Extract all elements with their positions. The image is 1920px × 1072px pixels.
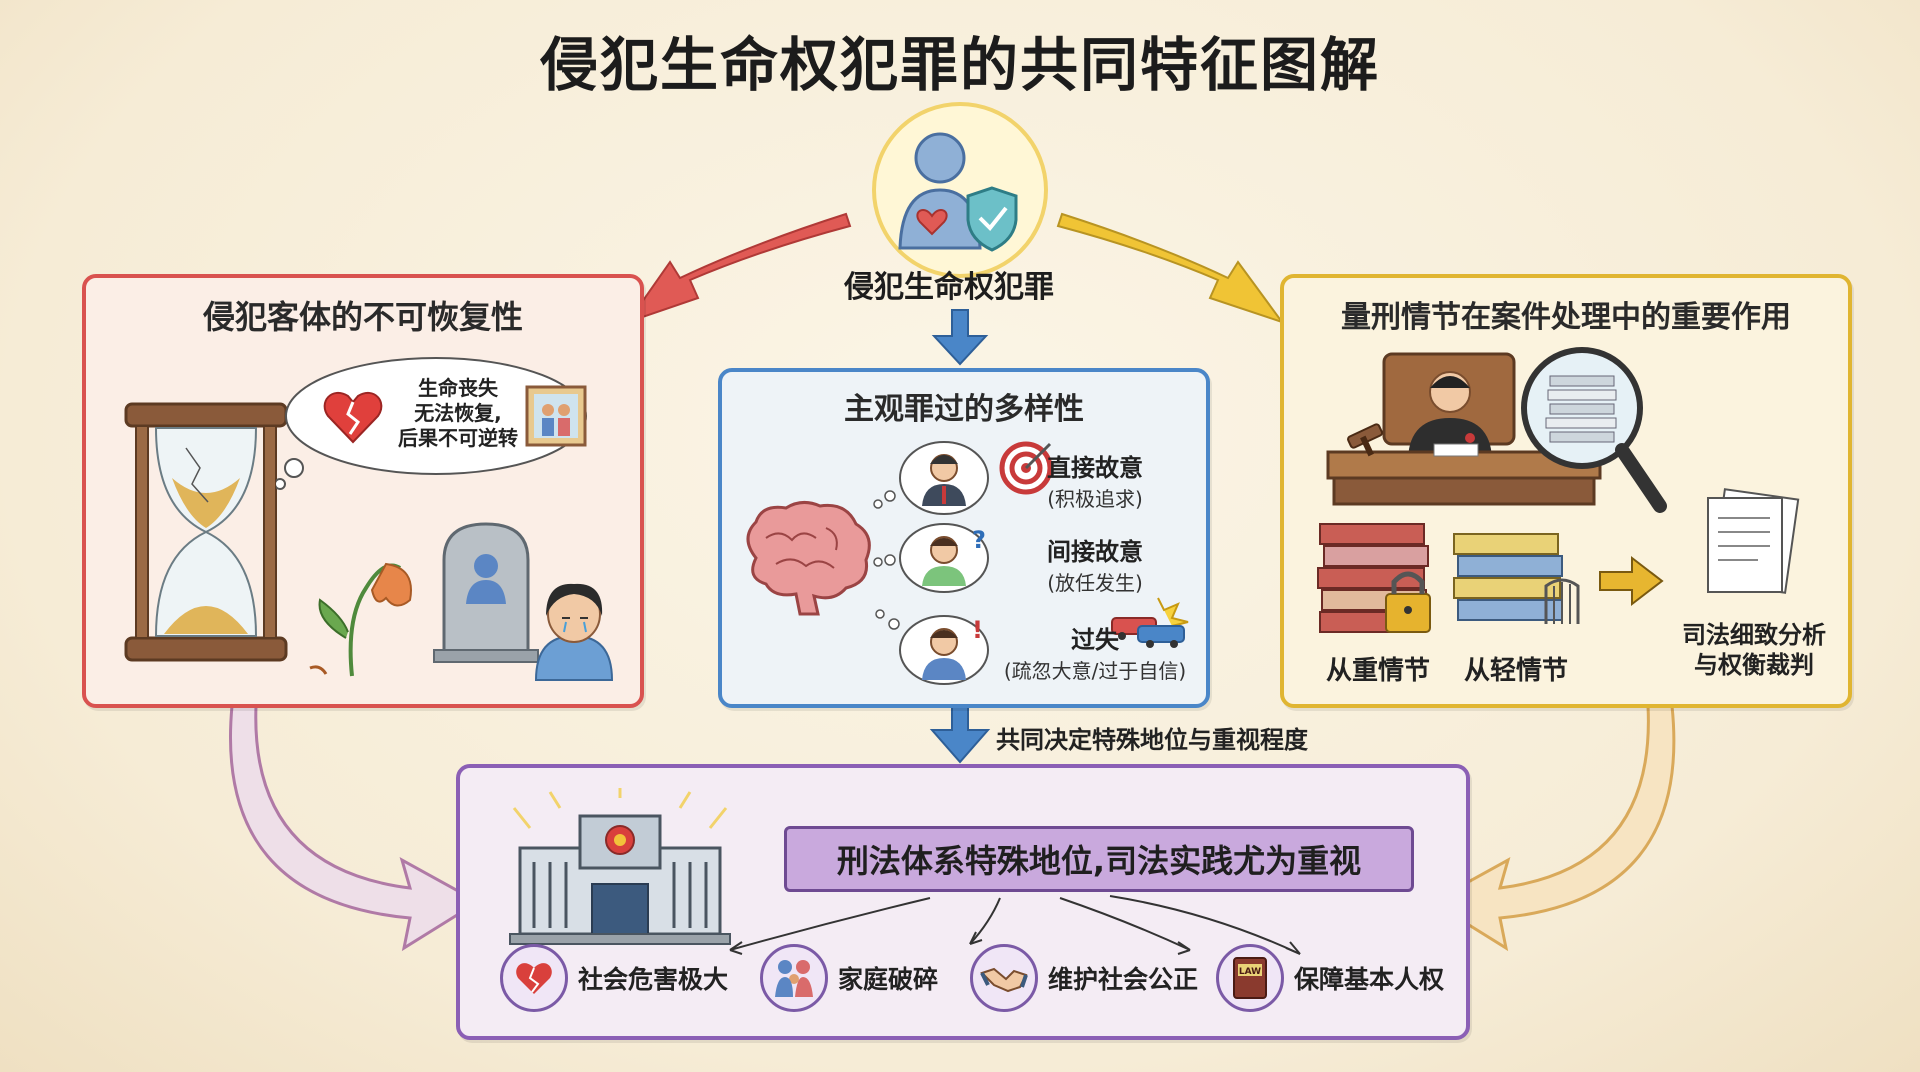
- arrow-to-left-panel: [625, 212, 852, 324]
- handshake-icon: [970, 944, 1038, 1012]
- courthouse-icon: [509, 788, 731, 945]
- arrow-to-right-panel: [1056, 212, 1285, 324]
- bottom-item-social-justice: 维护社会公正: [970, 944, 1199, 1012]
- connector-label: 共同决定特殊地位与重视程度: [996, 726, 1308, 754]
- arrow-to-bottom-panel: [929, 703, 991, 764]
- brain-icon: [746, 501, 871, 616]
- heavy-books-lock-icon: [1317, 523, 1431, 633]
- law-book-icon: LAW: [1216, 944, 1284, 1012]
- center-item-2: 间接故意 (放任发生): [1008, 532, 1182, 596]
- family-icon: [760, 944, 828, 1012]
- svg-text:!: !: [972, 616, 983, 644]
- person-shield-icon: [872, 102, 1048, 278]
- analysis-text: 司法细致分析 与权衡裁判: [1682, 621, 1826, 679]
- curved-arrow-right: [1429, 704, 1676, 952]
- uncertain-person-bubble-icon: ?: [873, 523, 989, 593]
- documents-icon: [1707, 488, 1800, 594]
- center-item-1: 直接故意 (积极追求): [1008, 448, 1182, 512]
- item-label: 保障基本人权: [1294, 965, 1445, 994]
- heavy-label: 从重情节: [1326, 656, 1431, 686]
- panel-special-status: [456, 764, 1470, 1040]
- page-title: 侵犯生命权犯罪的共同特征图解: [539, 31, 1380, 99]
- item-label: 社会危害极大: [578, 965, 729, 994]
- item-subtitle: (疏忽大意/过于自信): [1003, 659, 1187, 683]
- panel-title: 主观罪过的多样性: [844, 392, 1084, 427]
- hourglass-icon: [124, 402, 288, 662]
- light-books-gate-icon: [1453, 533, 1580, 624]
- banner-arrows: [729, 895, 1301, 955]
- panel-title: 侵犯客体的不可恢复性: [202, 298, 523, 336]
- judge-desk-icon: [1326, 352, 1602, 506]
- car-crash-icon: [1111, 597, 1189, 648]
- right-arrow-icon: [1599, 555, 1664, 607]
- item-label: 家庭破碎: [838, 965, 939, 994]
- item-title: 过失: [1071, 626, 1119, 654]
- broken-heart-icon: [323, 391, 383, 444]
- family-photo-icon: [525, 385, 587, 447]
- businessman-bubble-icon: [873, 441, 989, 515]
- arrow-to-center-panel: [931, 309, 989, 366]
- item-title: 直接故意: [1047, 454, 1143, 482]
- bottom-item-family-broken: 家庭破碎: [760, 944, 939, 1012]
- special-status-banner: 刑法体系特殊地位,司法实践尤为重视: [784, 826, 1414, 892]
- item-label: 维护社会公正: [1048, 965, 1199, 994]
- broken-heart-icon: [500, 944, 568, 1012]
- light-label: 从轻情节: [1464, 656, 1569, 686]
- panel-sentencing: 量刑情节在案件处理中的重要作用: [1280, 274, 1852, 708]
- worried-person-bubble-icon: !: [875, 609, 989, 685]
- panel-title: 量刑情节在案件处理中的重要作用: [1341, 300, 1791, 335]
- magnifier-icon: [1521, 347, 1667, 513]
- panel-subjective-fault: 主观罪过的多样性 ? !: [718, 368, 1210, 708]
- tombstone-icon: [433, 522, 539, 663]
- curved-arrow-left: [229, 704, 481, 952]
- svg-text:?: ?: [972, 526, 986, 554]
- item-title: 间接故意: [1047, 538, 1143, 566]
- center-item-3: 过失 (疏忽大意/过于自信): [986, 620, 1204, 684]
- svg-text:LAW: LAW: [1239, 967, 1261, 977]
- bottom-item-human-rights: LAW 保障基本人权: [1216, 944, 1445, 1012]
- bottom-item-social-harm: 社会危害极大: [500, 944, 729, 1012]
- wilted-flower-icon: [309, 562, 412, 677]
- target-icon: [999, 441, 1053, 495]
- item-subtitle: (放任发生): [1047, 571, 1143, 595]
- thought-text: 生命丧失 无法恢复, 后果不可逆转: [398, 376, 518, 450]
- crying-person-icon: [534, 583, 614, 681]
- panel-irreversibility: 侵犯客体的不可恢复性 生命丧失 无法恢复, 后果不可逆转: [82, 274, 644, 708]
- center-node-label: 侵犯生命权犯罪: [844, 270, 1054, 305]
- item-subtitle: (积极追求): [1047, 487, 1143, 511]
